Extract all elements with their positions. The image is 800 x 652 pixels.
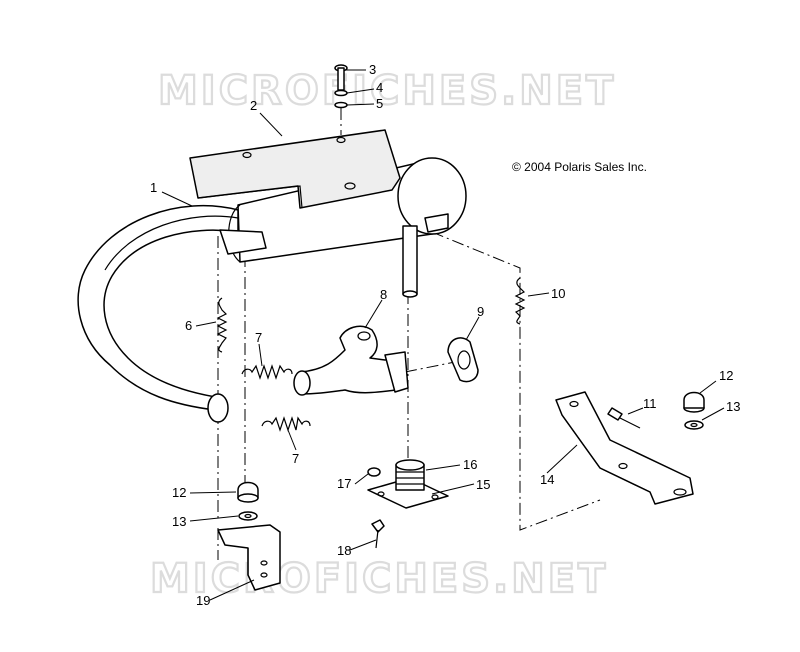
bracket-19 — [217, 524, 281, 591]
spring-6 — [216, 297, 228, 353]
grommet-16 — [395, 459, 425, 491]
callout-7-upper: 7 — [255, 330, 262, 345]
callout-13-right: 13 — [726, 399, 740, 414]
spring-7-upper — [241, 364, 293, 380]
callout-16: 16 — [463, 457, 477, 472]
bracket-14 — [555, 391, 694, 505]
callout-11: 11 — [643, 396, 657, 411]
spring-7-lower — [261, 416, 311, 432]
callout-12-right: 12 — [719, 368, 733, 383]
washer-13-left — [238, 511, 258, 521]
assembly-lines — [217, 231, 601, 560]
callout-15: 15 — [476, 477, 490, 492]
watermark-bottom: MICROFICHES.NET — [150, 556, 608, 602]
screw-11 — [607, 407, 641, 429]
callout-19: 19 — [196, 593, 210, 608]
washer-13-right — [684, 420, 704, 430]
watermark-top: MICROFICHES.NET — [158, 68, 616, 114]
grommet-12-right — [683, 391, 705, 413]
grommet-12-left — [237, 481, 259, 503]
screw-18 — [371, 519, 385, 549]
gasket — [447, 337, 479, 383]
heat-shield — [189, 129, 401, 209]
callout-6: 6 — [185, 318, 192, 333]
callout-17: 17 — [337, 476, 351, 491]
muffler-assembly — [77, 157, 467, 423]
callout-8: 8 — [380, 287, 387, 302]
callout-9: 9 — [477, 304, 484, 319]
callout-1: 1 — [150, 180, 157, 195]
callout-numbers: 1 2 3 4 5 6 7 7 8 9 10 11 12 12 13 13 14… — [150, 62, 740, 608]
leader-lines — [161, 69, 725, 601]
y-pipe — [293, 325, 409, 396]
callout-2: 2 — [250, 98, 257, 113]
callout-7-lower: 7 — [292, 451, 299, 466]
callout-14: 14 — [540, 472, 554, 487]
callout-13-left: 13 — [172, 514, 186, 529]
nut-17 — [367, 467, 381, 477]
spring-10 — [514, 277, 526, 325]
copyright-text: © 2004 Polaris Sales Inc. — [512, 160, 647, 174]
callout-5: 5 — [376, 96, 383, 111]
callout-10: 10 — [551, 286, 565, 301]
callout-4: 4 — [376, 80, 383, 95]
bolt-washer-stack — [334, 64, 348, 135]
callout-18: 18 — [337, 543, 351, 558]
callout-3: 3 — [369, 62, 376, 77]
callout-12-left: 12 — [172, 485, 186, 500]
